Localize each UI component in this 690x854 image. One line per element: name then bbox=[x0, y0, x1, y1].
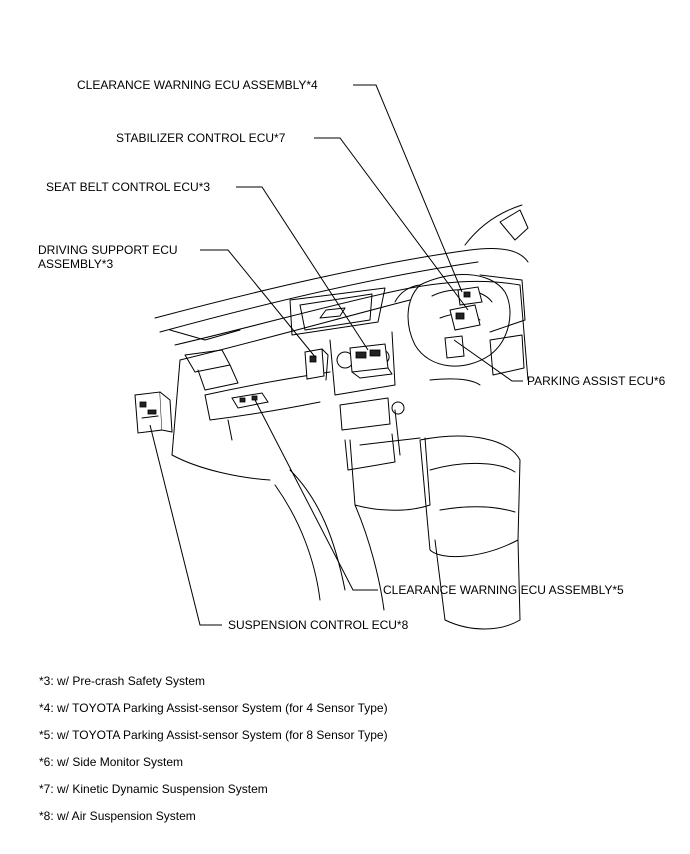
footnote-8: *8: w/ Air Suspension System bbox=[39, 809, 196, 823]
callout-clearance-warning-ecu-4: CLEARANCE WARNING ECU ASSEMBLY*4 bbox=[77, 78, 318, 92]
callout-stabilizer-control-ecu: STABILIZER CONTROL ECU*7 bbox=[116, 131, 286, 145]
callout-seat-belt-control-ecu: SEAT BELT CONTROL ECU*3 bbox=[46, 180, 211, 194]
footnote-3: *3: w/ Pre-crash Safety System bbox=[39, 674, 206, 688]
footnote-4: *4: w/ TOYOTA Parking Assist-sensor Syst… bbox=[39, 701, 388, 715]
callout-clearance-warning-ecu-5: CLEARANCE WARNING ECU ASSEMBLY*5 bbox=[383, 583, 624, 597]
callout-driving-support-line1: DRIVING SUPPORT ECU bbox=[38, 243, 178, 257]
leader-lines bbox=[149, 84, 523, 626]
vehicle-interior-drawing bbox=[154, 204, 529, 630]
callout-driving-support-line2: ASSEMBLY*3 bbox=[38, 257, 114, 271]
callout-driving-support-ecu: DRIVING SUPPORT ECU ASSEMBLY*3 bbox=[38, 243, 178, 271]
ecu-parts bbox=[134, 286, 483, 434]
callout-parking-assist-ecu: PARKING ASSIST ECU*6 bbox=[527, 374, 666, 388]
footnote-5: *5: w/ TOYOTA Parking Assist-sensor Syst… bbox=[39, 728, 388, 742]
callout-suspension-control-ecu: SUSPENSION CONTROL ECU*8 bbox=[228, 618, 409, 632]
footnote-7: *7: w/ Kinetic Dynamic Suspension System bbox=[39, 782, 268, 796]
footnote-6: *6: w/ Side Monitor System bbox=[39, 755, 184, 769]
